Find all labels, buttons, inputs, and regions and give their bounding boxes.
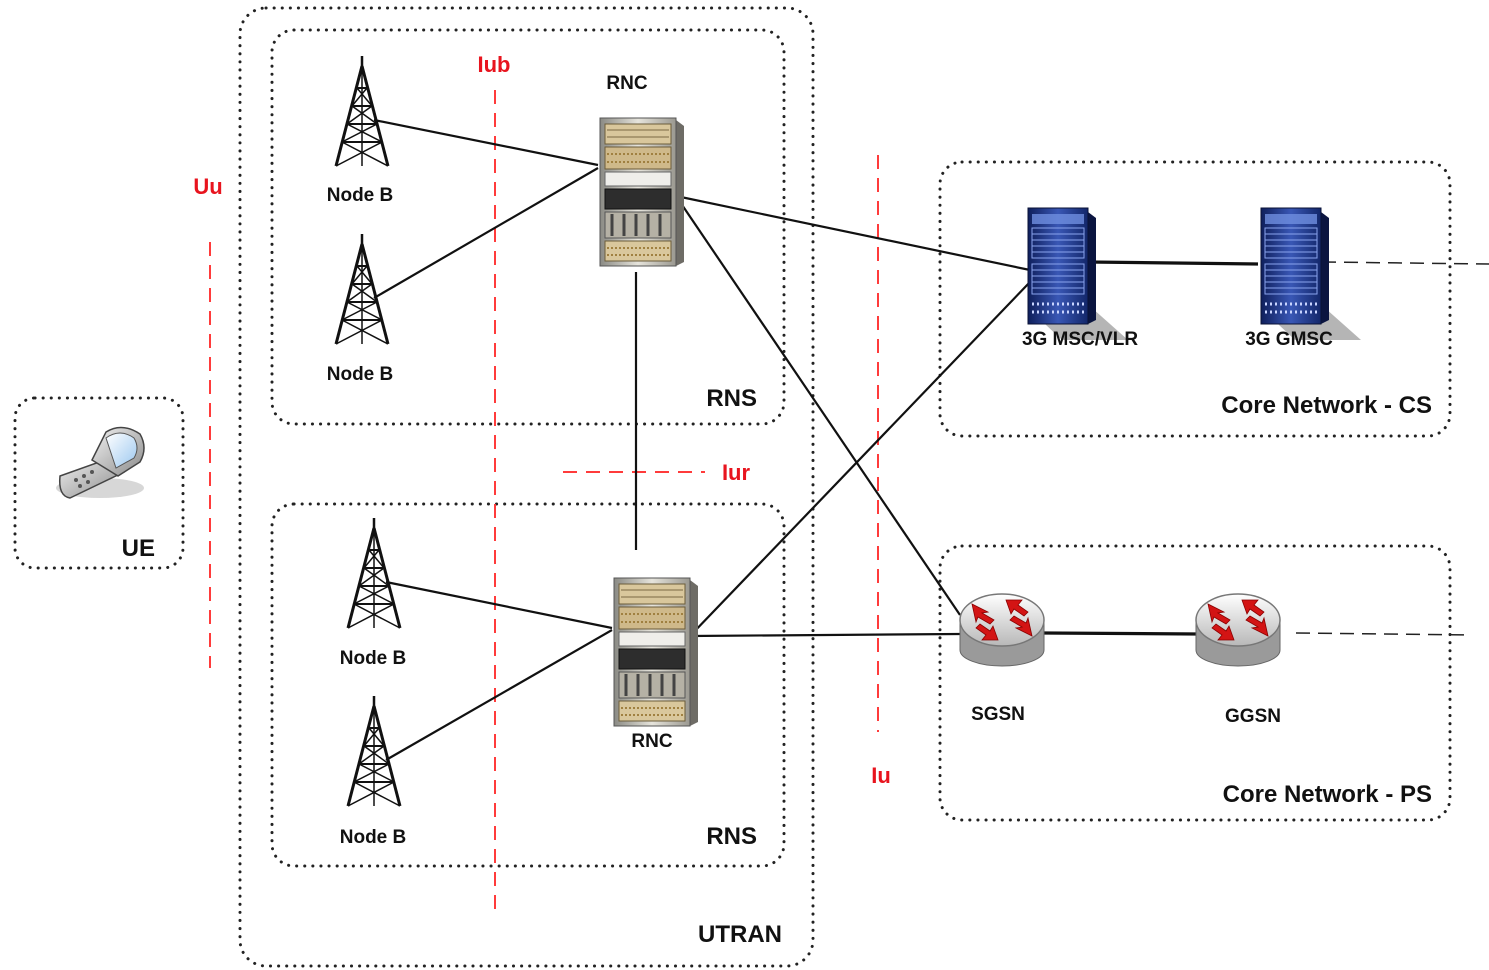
link-rnc-top-msc <box>675 194 1031 272</box>
rnc-rack-icon <box>598 116 686 268</box>
core-ps-label: Core Network - PS <box>1223 781 1432 808</box>
link-rnc-top-sgsn <box>675 195 961 616</box>
ggsn-label: GGSN <box>1225 706 1281 727</box>
iu-interface-label: Iu <box>871 763 891 788</box>
sgsn-router-icon <box>959 593 1045 667</box>
core-cs-label: Core Network - CS <box>1221 392 1432 419</box>
link-gmsc-external <box>1321 261 1489 265</box>
gmsc-server-icon <box>1259 206 1363 342</box>
rnc-label: RNC <box>606 73 647 94</box>
core-cs-box <box>938 160 1452 438</box>
iur-interface-label: Iur <box>722 460 751 485</box>
msc-server-icon <box>1026 206 1130 342</box>
link-ggsn-external <box>1295 632 1471 636</box>
link-rnc-bottom-msc <box>689 281 1031 637</box>
node-b-tower-icon <box>334 232 390 346</box>
link-rnc-bottom-sgsn <box>689 632 961 638</box>
link-nodeb4-rnc-bottom <box>385 629 613 761</box>
node-b-label: Node B <box>327 185 394 206</box>
ue-label: UE <box>122 535 155 562</box>
ue-box <box>13 396 185 570</box>
iub-interface-label: Iub <box>478 52 511 77</box>
rns-bottom-box <box>270 502 786 868</box>
link-msc-gmsc <box>1087 260 1259 266</box>
rns-top-label: RNS <box>706 385 757 412</box>
utran-box <box>238 6 815 968</box>
utran-label: UTRAN <box>698 921 782 948</box>
sgsn-label: SGSN <box>971 704 1025 725</box>
rnc-label: RNC <box>631 731 672 752</box>
uu-interface-label: Uu <box>193 174 222 199</box>
msc-vlr-label: 3G MSC/VLR <box>1022 329 1138 350</box>
link-nodeb2-rnc-top <box>373 167 599 299</box>
node-b-tower-icon <box>334 54 390 168</box>
rns-bottom-label: RNS <box>706 823 757 850</box>
mobile-phone-icon <box>56 426 145 499</box>
rns-top-box <box>270 28 786 426</box>
node-b-label: Node B <box>327 364 394 385</box>
core-ps-box <box>938 544 1452 822</box>
node-b-label: Node B <box>340 648 407 669</box>
link-sgsn-ggsn <box>1043 631 1199 636</box>
node-b-tower-icon <box>346 516 402 630</box>
node-b-tower-icon <box>346 694 402 808</box>
rnc-rack-icon <box>612 576 700 728</box>
node-b-label: Node B <box>340 827 407 848</box>
ggsn-router-icon <box>1195 593 1281 667</box>
link-nodeb3-rnc-bottom <box>385 580 613 630</box>
link-nodeb1-rnc-top <box>373 118 599 167</box>
gmsc-label: 3G GMSC <box>1245 329 1333 350</box>
